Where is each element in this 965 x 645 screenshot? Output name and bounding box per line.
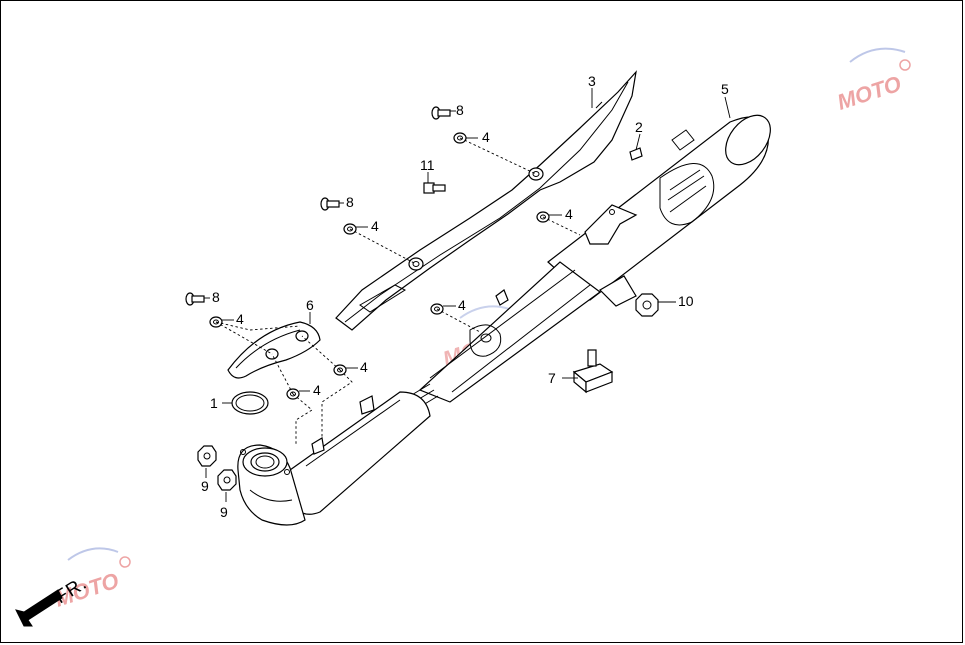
callout-6: 6 [306, 297, 314, 313]
callout-4: 4 [565, 206, 573, 222]
callout-9: 9 [201, 478, 209, 494]
callout-7: 7 [548, 370, 556, 386]
nuts-9 [197, 445, 237, 491]
muffler-assembly [237, 114, 771, 526]
callout-4: 4 [458, 297, 466, 313]
callout-1: 1 [210, 395, 218, 411]
heat-shield-front [227, 321, 321, 379]
callout-9: 9 [220, 504, 228, 520]
watermark-top-right: MOTO [834, 47, 911, 115]
leader-lines [204, 88, 731, 502]
callout-8: 8 [346, 194, 354, 210]
clip-2 [629, 147, 643, 161]
callout-3: 3 [588, 73, 596, 89]
assembly-lines [215, 137, 581, 446]
callout-5: 5 [721, 81, 729, 97]
callout-4: 4 [360, 359, 368, 375]
nut-10 [635, 293, 659, 317]
callout-4: 4 [236, 311, 244, 327]
callout-4: 4 [313, 382, 321, 398]
svg-text:MOTO: MOTO [834, 71, 904, 115]
heat-shield-upper [335, 70, 637, 331]
callout-2: 2 [635, 119, 643, 135]
callout-4: 4 [482, 129, 490, 145]
callout-8: 8 [212, 289, 220, 305]
bolt-11 [423, 182, 446, 194]
callout-4: 4 [371, 218, 379, 234]
bolts-8 [185, 106, 451, 306]
callout-8: 8 [456, 102, 464, 118]
callout-11: 11 [420, 157, 435, 173]
sensor-7 [572, 349, 614, 394]
callout-10: 10 [678, 293, 694, 309]
callout-labels: 1 2 3 4 4 4 4 4 4 4 5 6 7 8 8 8 9 9 10 1… [201, 73, 729, 520]
